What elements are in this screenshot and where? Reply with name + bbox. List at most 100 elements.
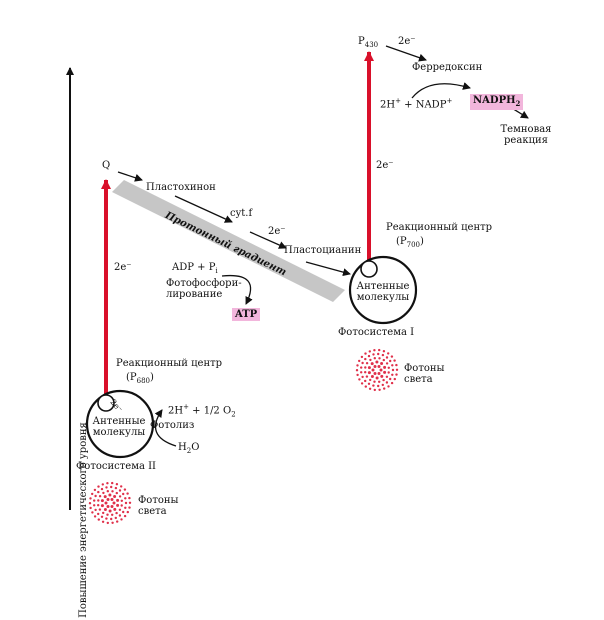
photon-dot bbox=[381, 383, 384, 387]
photon-dot bbox=[369, 358, 372, 362]
photon-dot bbox=[106, 521, 110, 525]
photon-dot bbox=[115, 491, 119, 495]
photon-dot bbox=[123, 514, 127, 518]
photon-dot bbox=[124, 506, 127, 509]
photon-dot bbox=[368, 350, 371, 353]
photon-dot bbox=[385, 356, 389, 359]
photon-dot bbox=[377, 352, 380, 356]
q-label: Q bbox=[102, 160, 111, 171]
ps1-reaction-center-circle bbox=[360, 260, 378, 278]
photon-dot bbox=[395, 368, 399, 371]
p430-label: P430 bbox=[358, 36, 379, 49]
photon-dot bbox=[377, 384, 380, 388]
photon-dot bbox=[104, 501, 108, 505]
photon-dot bbox=[364, 385, 367, 388]
photon-dot bbox=[387, 352, 390, 355]
photon-dot bbox=[101, 483, 105, 486]
photon-dot bbox=[88, 502, 92, 505]
photon-dot bbox=[111, 521, 114, 524]
photon-dot bbox=[105, 486, 108, 489]
photon-dot bbox=[97, 490, 100, 494]
photon-dot bbox=[111, 481, 114, 485]
photon-dot bbox=[106, 482, 109, 485]
photon-dot bbox=[116, 520, 119, 523]
photon-dot bbox=[385, 362, 389, 365]
photon-dot bbox=[372, 384, 375, 387]
photon-dot bbox=[361, 361, 364, 365]
photon-dot bbox=[381, 353, 385, 357]
photon-dot bbox=[385, 375, 389, 378]
photophosphorylation-label: Фотофосфори-лирование bbox=[166, 278, 242, 300]
photon-dot bbox=[106, 498, 110, 501]
photolysis-curved-arrow bbox=[154, 409, 177, 447]
photon-dot bbox=[385, 381, 389, 384]
photon-dot bbox=[93, 504, 96, 507]
photon-dot bbox=[377, 372, 381, 375]
photon-dot bbox=[373, 365, 377, 368]
photon-dot bbox=[365, 362, 369, 365]
photon-dot bbox=[103, 495, 107, 499]
photon-dot bbox=[395, 363, 398, 367]
photon-dot bbox=[126, 492, 129, 495]
p680-label: (P680) bbox=[126, 372, 154, 385]
photon-dot bbox=[393, 377, 396, 381]
photon-dot bbox=[110, 517, 113, 521]
photon-dot bbox=[364, 357, 367, 361]
photon-dot bbox=[371, 368, 375, 372]
photon-dot bbox=[128, 496, 131, 500]
photon-dot bbox=[360, 382, 364, 385]
adp-label: ADP + Pi bbox=[172, 262, 218, 275]
photon-dot bbox=[389, 377, 392, 381]
photon-dot bbox=[387, 366, 390, 369]
plastoquinone-to-cytf-arrow bbox=[174, 195, 233, 223]
photon-dot bbox=[364, 352, 367, 355]
photon-dot bbox=[110, 485, 113, 489]
photon-dot bbox=[93, 499, 96, 502]
ps2-system-name: Фотосистема II bbox=[76, 461, 157, 472]
photon-dot bbox=[387, 385, 390, 388]
photon-dot bbox=[378, 348, 381, 352]
photon-dot bbox=[120, 518, 123, 521]
photon-dot bbox=[98, 508, 102, 511]
photon-dot bbox=[123, 488, 127, 491]
photon-dot bbox=[393, 359, 396, 362]
photon-dot bbox=[101, 520, 105, 523]
photon-dot bbox=[113, 507, 117, 511]
photon-dot bbox=[106, 513, 109, 516]
photon-dot bbox=[378, 380, 381, 383]
energy-axis-label: Повышение энергетического уровня bbox=[78, 422, 89, 618]
photon-dot bbox=[124, 497, 127, 500]
photon-dot bbox=[94, 508, 97, 512]
photon-dot bbox=[380, 374, 384, 378]
photon-dot bbox=[116, 503, 120, 507]
photon-dot bbox=[97, 499, 100, 502]
nadp-label: 2H+ + NADP+ bbox=[380, 97, 453, 111]
photon-dot bbox=[89, 497, 92, 500]
atp-label: ATP bbox=[232, 308, 261, 321]
plastoquinone-label: Пластохинон bbox=[146, 182, 216, 193]
photon-dot bbox=[383, 387, 386, 390]
photon-dot bbox=[369, 378, 372, 382]
photon-dot bbox=[106, 505, 110, 508]
photon-dot bbox=[120, 485, 123, 488]
atp-curved-arrow bbox=[221, 274, 253, 305]
photon-dot bbox=[387, 371, 390, 374]
q-to-plastoquinone-arrow bbox=[117, 171, 143, 182]
photon-dot bbox=[364, 371, 367, 374]
ps1-system-name: Фотосистема I bbox=[338, 327, 415, 338]
p430-to-ferredoxin-arrow bbox=[385, 45, 427, 62]
proton-oxygen-label: 2H+ + 1/2 O2 bbox=[168, 403, 236, 419]
nadph-label: NADPH2 bbox=[470, 94, 524, 110]
photon-dot bbox=[367, 371, 371, 375]
photon-dot bbox=[116, 498, 120, 502]
ps2-vertical-electrons-label: 2e⁻ bbox=[114, 262, 132, 273]
photon-dot bbox=[367, 354, 371, 358]
photon-dot bbox=[108, 493, 112, 497]
photon-dot bbox=[120, 499, 124, 502]
photon-dot bbox=[115, 511, 118, 515]
photolysis-label: Фотолиз bbox=[150, 420, 195, 431]
photon-dot bbox=[358, 378, 361, 381]
photon-dot bbox=[124, 501, 128, 505]
